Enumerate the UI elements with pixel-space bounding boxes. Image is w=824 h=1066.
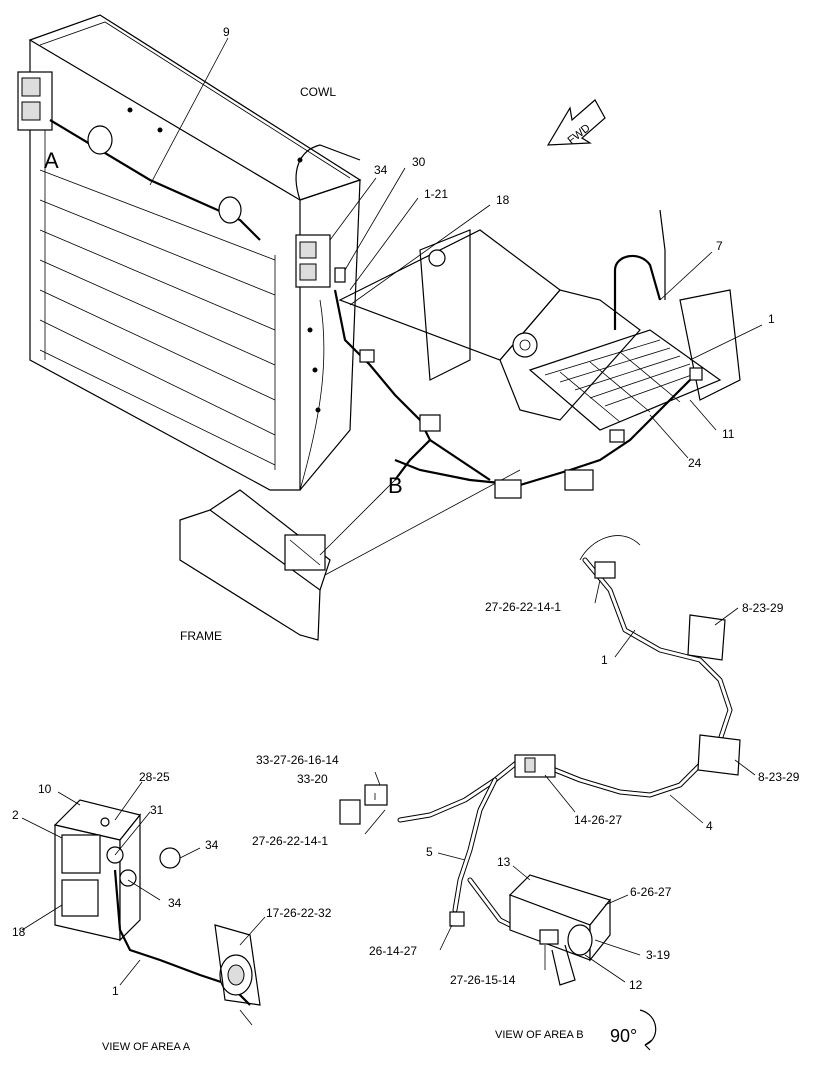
callout: 1 [768, 312, 775, 326]
callout: 8-23-29 [742, 601, 784, 615]
callout: 31 [150, 803, 164, 817]
callout: 1 [601, 653, 608, 667]
view-area-a-caption: VIEW OF AREA A [102, 1041, 191, 1053]
callout: 28-25 [139, 770, 170, 784]
callout: 24 [688, 456, 702, 470]
fwd-arrow-icon [546, 99, 606, 146]
callout: 18 [12, 925, 26, 939]
callout: 27-26-15-14 [450, 973, 516, 987]
leader-lines [21, 37, 763, 986]
callout: 1 [112, 984, 119, 998]
area-a-marker: A [44, 148, 59, 173]
frame-label: FRAME [180, 629, 222, 643]
callout: 30 [412, 155, 426, 169]
view-area-a [53, 799, 261, 1026]
rotation-label: 90° [610, 1026, 637, 1046]
callout: 2 [12, 808, 19, 822]
frame-assembly [179, 489, 331, 641]
callout: 34 [374, 163, 388, 177]
callout: 17-26-22-32 [266, 906, 332, 920]
callout: 10 [38, 782, 52, 796]
callout: 11 [722, 427, 735, 441]
callout: 26-14-27 [369, 944, 417, 958]
view-area-b [339, 535, 741, 986]
callout: 5 [426, 845, 433, 859]
callout: 7 [716, 239, 723, 253]
callout: 3-19 [646, 948, 670, 962]
callout: 8-23-29 [758, 770, 800, 784]
diagram-labels: COWL FRAME FWD A B VIEW OF AREA A VIEW O… [12, 25, 800, 1053]
callout: 27-26-22-14-1 [485, 600, 561, 614]
callout: 4 [706, 819, 713, 833]
callout: 33-27-26-16-14 [256, 753, 339, 767]
callout: 9 [223, 25, 230, 39]
callout: 34 [205, 838, 219, 852]
callout: 27-26-22-14-1 [252, 834, 328, 848]
harness-top [319, 267, 703, 576]
callout: 33-20 [297, 772, 328, 786]
callout: 13 [497, 855, 511, 869]
cowl-assembly [17, 14, 362, 491]
callout: 6-26-27 [630, 885, 672, 899]
rotate-arrow-icon [639, 1009, 657, 1051]
callout: 34 [168, 896, 182, 910]
callout: 18 [496, 193, 510, 207]
callout: 14-26-27 [574, 813, 622, 827]
view-area-b-caption: VIEW OF AREA B [495, 1029, 584, 1041]
callout: 12 [629, 978, 643, 992]
area-b-marker: B [388, 473, 403, 498]
front-frame [338, 209, 741, 431]
callout: 1-21 [424, 187, 448, 201]
cowl-label: COWL [300, 85, 336, 99]
